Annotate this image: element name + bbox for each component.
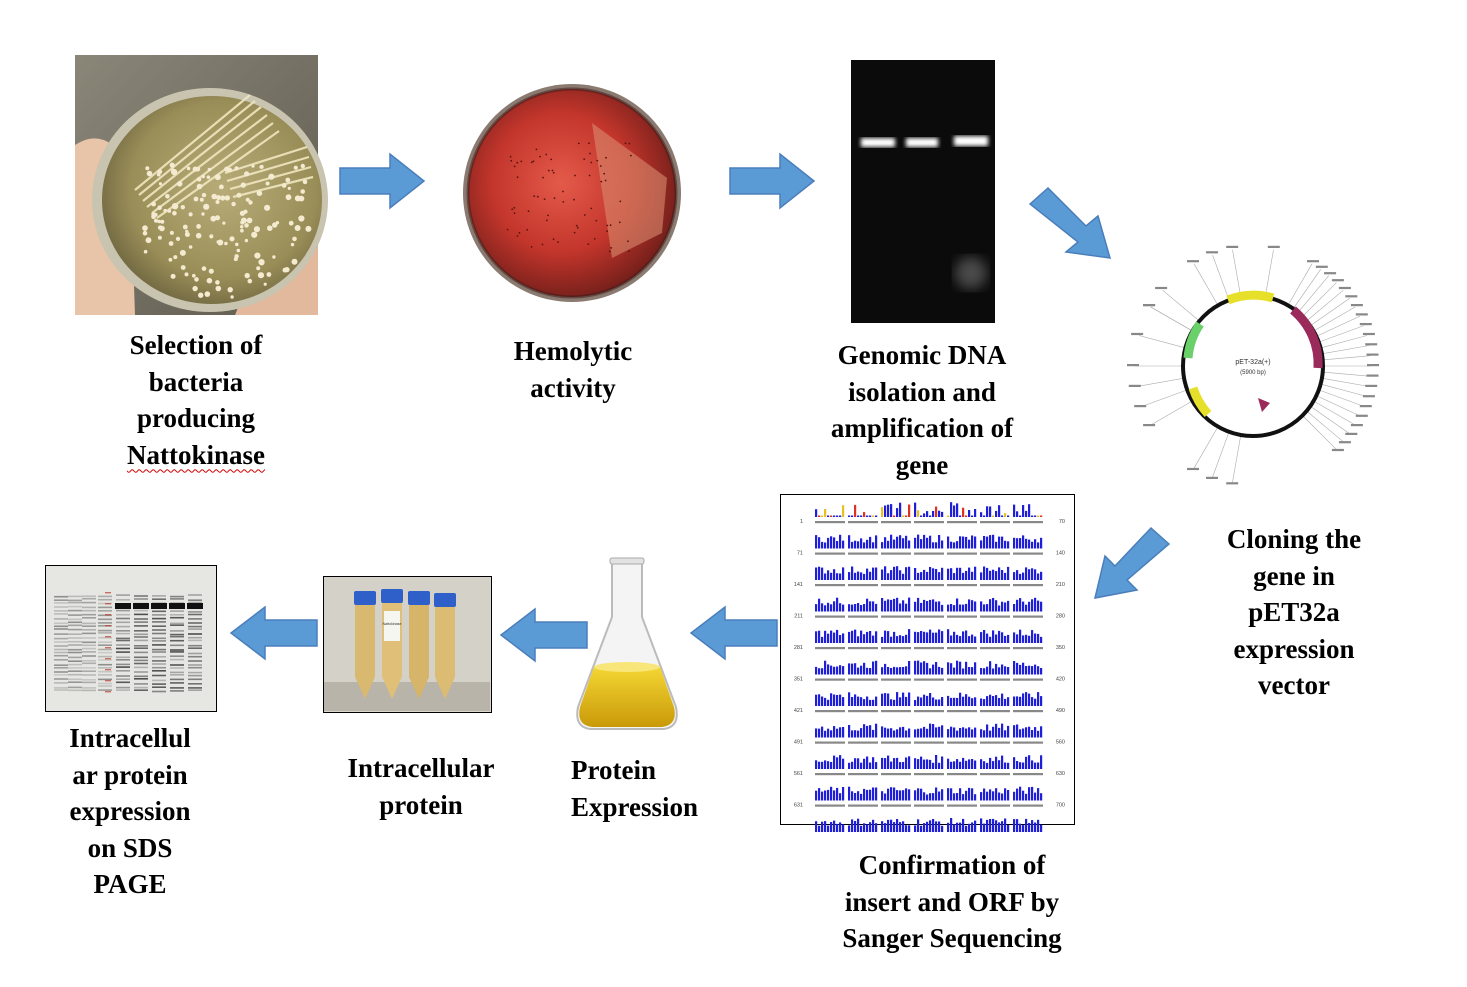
- label-hemolytic-line-1: Hemolytic: [513, 336, 633, 366]
- arrow-diag-down-right-icon: [1028, 186, 1112, 259]
- label-sds-line-1: Intracellul: [69, 723, 191, 753]
- label-cloning-line-2: gene in: [1253, 560, 1335, 591]
- sequence-end-number: 70: [1059, 519, 1065, 525]
- label-genomic-line-1: Genomic DNA: [837, 340, 1007, 370]
- sequence-end-number: 560: [1056, 740, 1065, 746]
- arrow-left-2-icon: [499, 607, 588, 663]
- label-hemolytic: Hemolytic activity: [463, 333, 683, 406]
- label-cloning-line-4: expression: [1233, 633, 1355, 664]
- label-sds: Intracellul ar protein expression on SDS…: [30, 720, 230, 903]
- label-intracellular: Intracellular protein: [321, 750, 521, 823]
- sequence-start-number: 71: [797, 551, 803, 557]
- plasmid-map-image: pET-32a(+) (5900 bp): [1108, 238, 1379, 493]
- erlenmeyer-flask-image: [572, 557, 682, 735]
- label-sds-line-4: on SDS: [87, 832, 173, 863]
- label-cloning-line-5: vector: [1258, 670, 1330, 700]
- label-cloning-line-1: Cloning the: [1226, 524, 1362, 554]
- dna-gel-image: [851, 60, 995, 323]
- arrow-diag-down-left-icon: [1094, 526, 1171, 599]
- arrow-right-1-icon: [339, 152, 426, 210]
- plasmid-name: pET-32a(+): [1235, 359, 1270, 366]
- tube-label: Nattokinase: [383, 622, 402, 626]
- sequence-end-number: 420: [1056, 677, 1065, 683]
- sequence-start-number: 211: [794, 614, 803, 620]
- sequence-end-number: 490: [1056, 708, 1065, 714]
- sequence-start-number: 561: [794, 771, 803, 777]
- label-selection-line-2: bacteria: [148, 366, 244, 397]
- label-intracellular-line-2: protein: [379, 789, 463, 820]
- label-expression-line-2: Expression: [571, 791, 699, 822]
- sequence-start-number: 1: [800, 519, 803, 525]
- sds-page-gel-image: [45, 565, 217, 712]
- sequence-start-number: 351: [794, 677, 803, 683]
- sequence-start-number: 281: [794, 645, 803, 651]
- sequence-start-number: 421: [794, 708, 803, 714]
- label-expression: Protein Expression: [571, 752, 741, 825]
- label-cloning-line-3: pET32a: [1248, 597, 1340, 627]
- arrow-left-3-icon: [229, 605, 318, 661]
- label-cloning: Cloning the gene in pET32a expression ve…: [1184, 521, 1404, 704]
- sequence-end-number: 280: [1056, 614, 1065, 620]
- label-sds-line-3: expression: [69, 796, 191, 826]
- blood-agar-plate-image: [462, 83, 682, 303]
- label-intracellular-line-1: Intracellular: [347, 753, 495, 783]
- label-sanger: Confirmation of insert and ORF by Sanger…: [807, 847, 1097, 957]
- plasmid-size: (5900 bp): [1240, 370, 1266, 376]
- sequence-start-number: 631: [794, 803, 803, 809]
- arrow-right-2-icon: [729, 152, 816, 210]
- label-hemolytic-line-2: activity: [530, 372, 616, 403]
- label-genomic-line-2: isolation and: [848, 376, 996, 407]
- label-selection-line-4: Nattokinase: [126, 439, 265, 470]
- sequence-start-number: 491: [794, 740, 803, 746]
- label-selection-line-3: producing: [136, 403, 256, 433]
- sequence-end-number: 630: [1056, 771, 1065, 777]
- label-sds-line-5: PAGE: [93, 869, 167, 899]
- label-selection-line-1: Selection of: [129, 330, 263, 360]
- sanger-chromatogram-image: 1 71 141 211 281 351 421 491 561 631 70 140 210 280 35…: [780, 494, 1075, 832]
- label-expression-line-1: Protein: [571, 755, 656, 785]
- label-genomic-line-3: amplification of: [830, 413, 1014, 443]
- sequence-end-number: 700: [1056, 803, 1065, 809]
- sequence-start-number: 141: [794, 582, 803, 588]
- label-sanger-line-1: Confirmation of: [858, 850, 1046, 880]
- petri-dish-image: [75, 55, 328, 315]
- label-sds-line-2: ar protein: [72, 759, 188, 790]
- label-genomic: Genomic DNA isolation and amplification …: [792, 337, 1052, 483]
- sequence-end-number: 210: [1056, 582, 1065, 588]
- label-genomic-line-4: gene: [895, 449, 949, 480]
- culture-tubes-image: Nattokinase: [323, 576, 492, 713]
- arrow-left-1-icon: [689, 605, 778, 661]
- sequence-end-number: 140: [1056, 551, 1065, 557]
- label-sanger-line-3: Sanger Sequencing: [842, 923, 1062, 953]
- label-sanger-line-2: insert and ORF by: [844, 886, 1060, 917]
- label-selection: Selection of bacteria producing Nattokin…: [76, 327, 316, 473]
- sequence-end-number: 350: [1056, 645, 1065, 651]
